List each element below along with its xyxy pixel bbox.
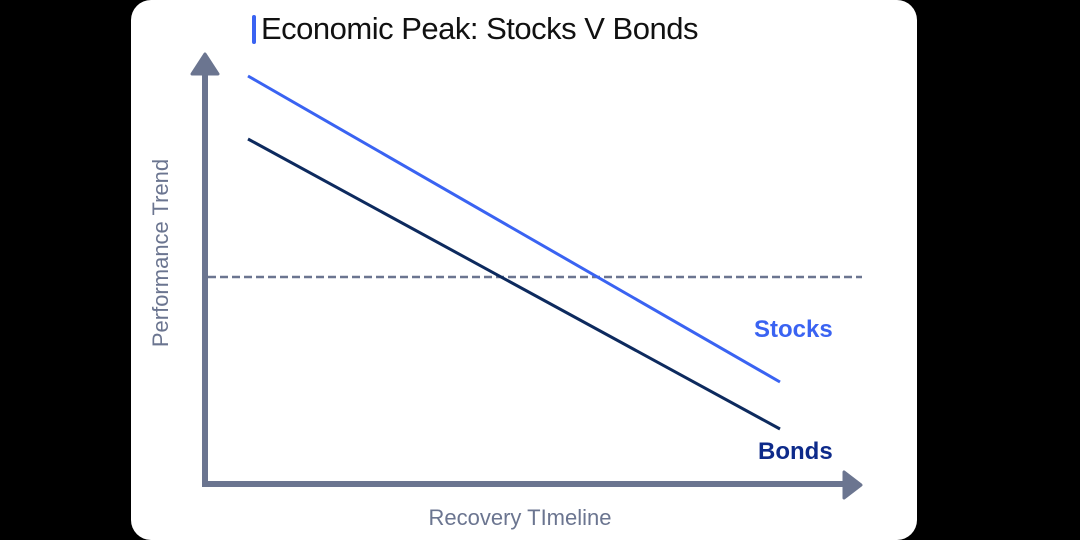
chart-card	[131, 0, 917, 540]
x-axis-arrow-icon	[842, 470, 863, 500]
bonds-line	[247, 137, 781, 431]
chart-title-text: Economic Peak: Stocks V Bonds	[261, 11, 698, 46]
stocks-label: Stocks	[754, 316, 833, 343]
chart-title: Economic Peak: Stocks V Bonds	[252, 11, 698, 47]
y-axis-label: Performance Trend	[148, 158, 173, 348]
stocks-line	[247, 74, 781, 384]
title-accent-bar	[252, 14, 256, 44]
x-axis-label: Recovery TImeline	[428, 505, 612, 530]
y-axis-arrow-icon	[190, 52, 220, 76]
bonds-label: Bonds	[758, 438, 833, 465]
